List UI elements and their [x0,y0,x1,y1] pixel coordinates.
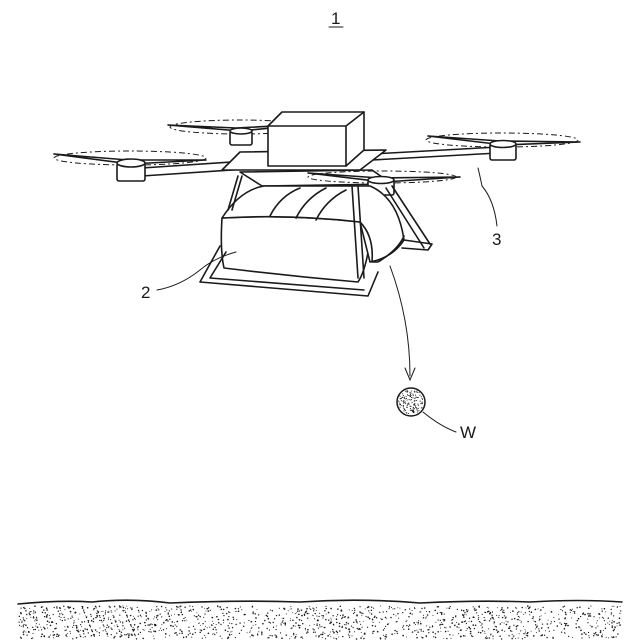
ground [18,600,622,640]
control-box-body [268,112,364,166]
motor-top [368,177,394,184]
motor-top [490,141,516,148]
dropped-object-circle [397,388,425,416]
leader-object [423,412,456,432]
label-object: W [460,423,476,442]
drop-arrow-line [390,266,410,376]
motor-top [230,128,252,134]
leader-rotor [478,168,497,226]
container [221,186,404,282]
label-container: 2 [141,283,150,302]
control-box [268,112,364,166]
arm-rear-right [372,147,498,160]
label-rotor: 3 [492,230,501,249]
motor-top [117,159,145,167]
container-front [221,217,370,282]
dropped-object: W [397,388,476,442]
label-overall-text: 1 [331,9,340,28]
drone [54,112,580,296]
label-rotor-group: 3 [478,168,501,249]
drop-arrow [390,266,415,380]
label-overall: 1 [329,9,343,28]
